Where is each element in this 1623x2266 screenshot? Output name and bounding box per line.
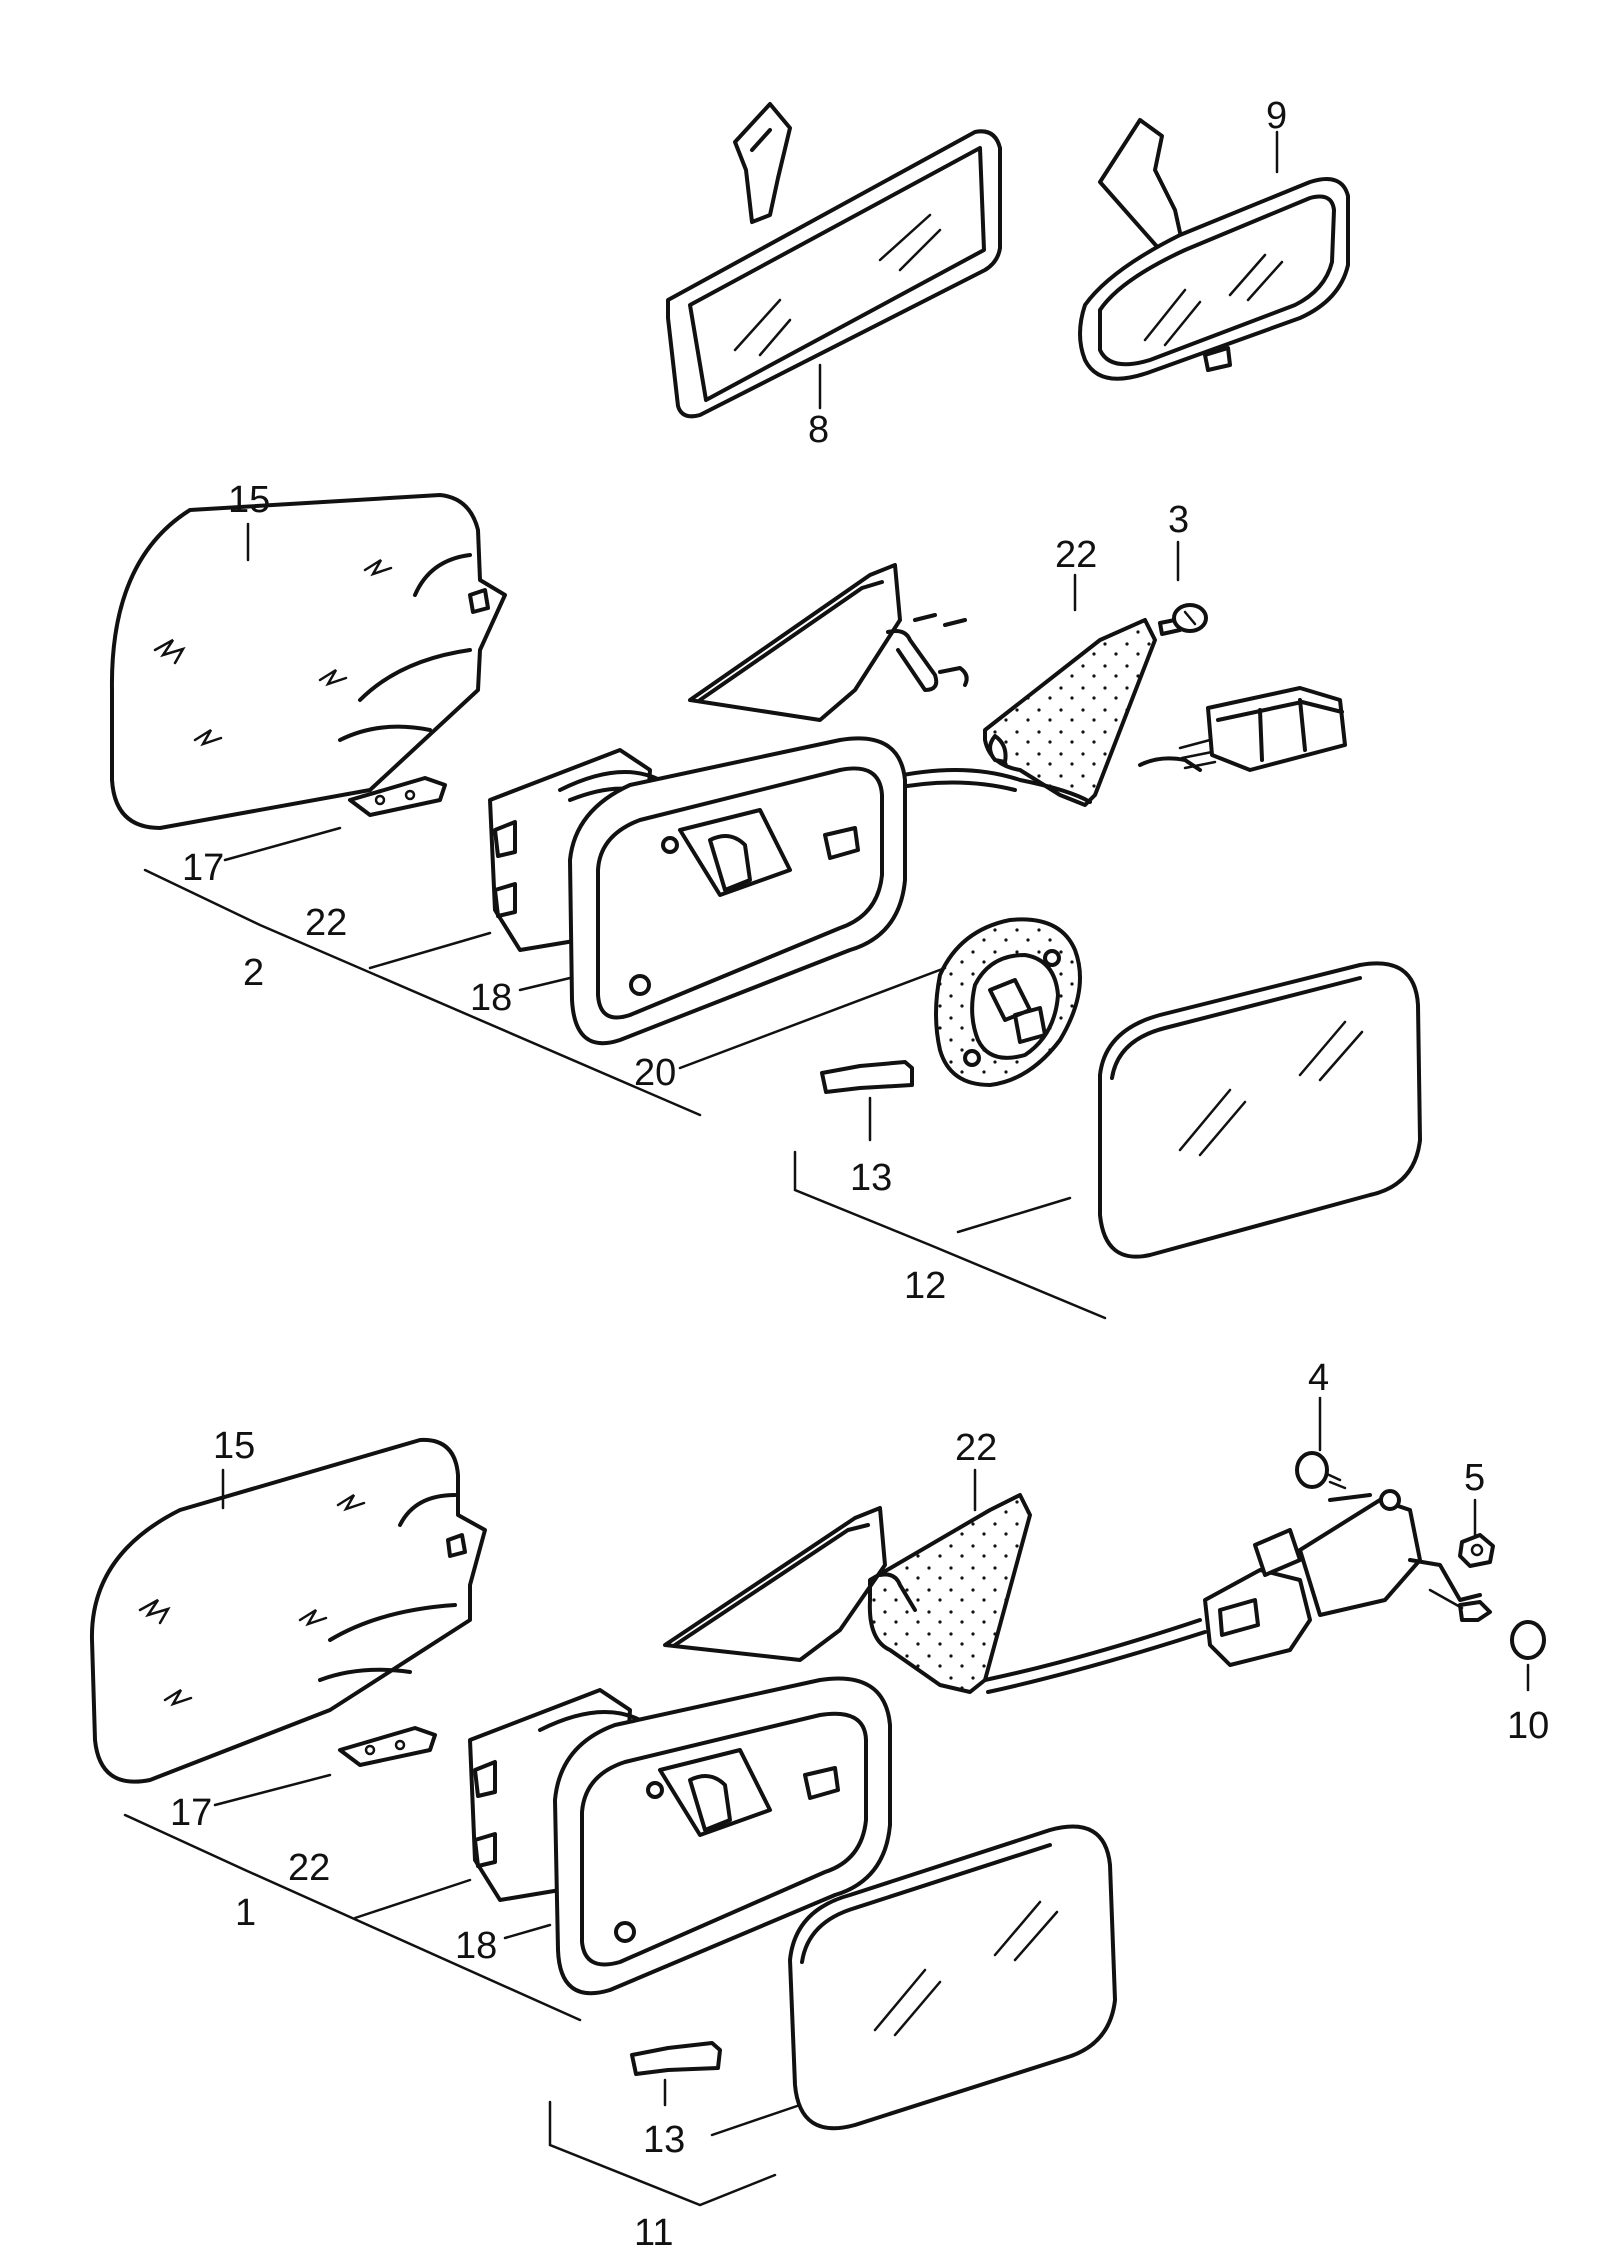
callout-15-lower: 15 [213, 1425, 255, 1467]
callout-3: 3 [1168, 499, 1189, 541]
callout-18-upper: 18 [470, 977, 512, 1019]
nut-5 [1458, 1533, 1495, 1568]
drive-unit-20 [934, 917, 1082, 1087]
callout-13-upper: 13 [850, 1157, 892, 1199]
knob-4 [1295, 1451, 1347, 1490]
clip-17-upper [348, 776, 447, 817]
clip-13-upper [820, 1060, 914, 1094]
mirror-glass-11 [788, 1824, 1117, 2131]
callout-2: 2 [243, 952, 264, 994]
connector-plug-upper [1178, 686, 1347, 772]
callout-15-upper: 15 [228, 479, 270, 521]
callout-13-lower: 13 [643, 2119, 685, 2161]
clip-17-lower [338, 1726, 437, 1767]
callout-8: 8 [808, 409, 829, 451]
adjuster-switch-unit [1203, 1489, 1482, 1667]
mirror-housing-cover-15-upper [109, 493, 507, 830]
mirror-mount-gasket-22-upper [983, 618, 1157, 807]
mirror-housing-cover-15-lower [89, 1437, 487, 1784]
callout-1: 1 [235, 1892, 256, 1934]
callout-20: 20 [634, 1052, 676, 1094]
callout-10: 10 [1507, 1705, 1549, 1747]
callout-labels: 8 9 15 3 22 17 22 2 18 20 13 12 15 22 4 … [170, 95, 1549, 2254]
interior-mirror-8 [666, 102, 1002, 419]
callout-17-upper: 17 [182, 847, 224, 889]
cable-lower [983, 1618, 1207, 1694]
leader-lines [123, 130, 1530, 2207]
callout-18-lower: 18 [455, 1925, 497, 1967]
screw-3 [1158, 603, 1208, 636]
callout-22-lower: 22 [288, 1847, 330, 1889]
callout-17-lower: 17 [170, 1792, 212, 1834]
clip-13-lower [630, 2041, 722, 2076]
callout-22-gasket-upper: 22 [1055, 534, 1097, 576]
mirror-mount-gasket-22-lower [867, 1493, 1032, 1694]
callout-9: 9 [1266, 95, 1287, 137]
mirror-glass-12 [1098, 961, 1422, 1259]
interior-mirror-9 [1078, 118, 1350, 381]
mirror-frame-18-lower [553, 1676, 892, 1996]
callout-5: 5 [1464, 1457, 1485, 1499]
mirror-base-lower [663, 1506, 917, 1662]
callout-11: 11 [634, 2212, 673, 2254]
callout-22-upper: 22 [305, 902, 347, 944]
knob-cap-10 [1428, 1588, 1546, 1660]
callout-12: 12 [904, 1265, 946, 1307]
callout-22-gasket-lower: 22 [955, 1427, 997, 1469]
callout-4: 4 [1308, 1357, 1329, 1399]
mirror-frame-18-upper [568, 736, 907, 1046]
mirror-base-upper [688, 563, 969, 722]
